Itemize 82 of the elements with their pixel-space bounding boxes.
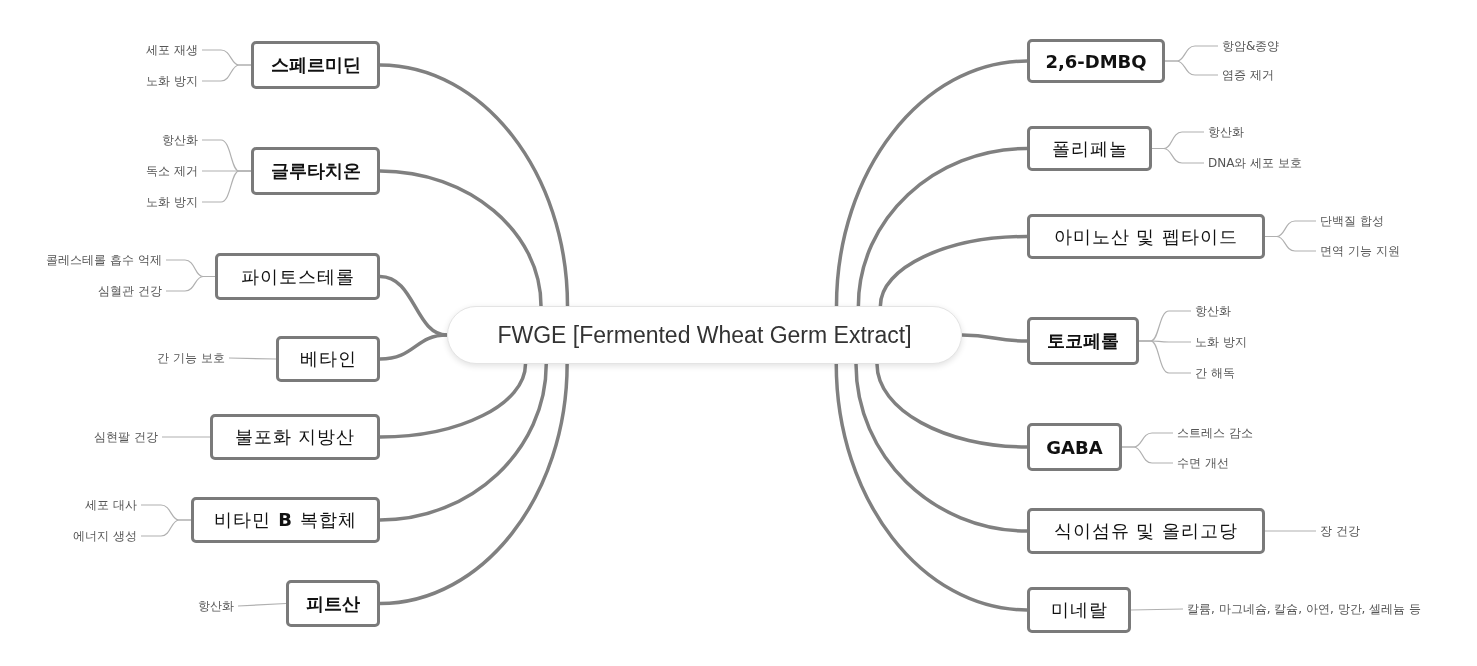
leaf-connector — [165, 275, 216, 292]
topic-label: 파이토스테롤 — [240, 264, 355, 289]
leaf-connector — [201, 170, 252, 203]
topic-label: 스페르미딘 — [270, 53, 361, 77]
leaf-label: 세포 재생 — [146, 41, 198, 59]
leaf-connector — [228, 357, 277, 360]
topic-box — [1027, 39, 1165, 83]
branch-connector — [379, 63, 570, 307]
leaf-label: 에너지 생성 — [73, 527, 137, 545]
branch-connector — [379, 333, 448, 361]
topic-label: 토코페롤 — [1047, 329, 1119, 353]
central-topic-pill — [447, 306, 962, 364]
topic-label: 식이섬유 및 올리고당 — [1053, 519, 1239, 543]
leaf-label: 간 해독 — [1195, 364, 1235, 382]
topic-box — [215, 253, 380, 300]
leaf-connector — [237, 602, 287, 607]
leaf-connector — [1121, 446, 1174, 464]
leaf-label: 심현팔 건강 — [94, 428, 158, 446]
topic-label: 폴리페놀 — [1051, 136, 1128, 161]
topic-box — [1027, 508, 1265, 554]
leaf-connector — [201, 64, 252, 82]
leaf-connector — [1164, 60, 1219, 76]
branch-connector — [856, 146, 1028, 307]
topic-box — [1027, 317, 1139, 365]
topic-box — [251, 147, 380, 195]
branch-connector — [878, 234, 1028, 307]
topic-box — [1027, 214, 1265, 259]
topic-label: 피트산 — [306, 591, 360, 616]
topic-label: 불포화 지방산 — [234, 425, 356, 449]
topic-box — [1027, 126, 1152, 171]
branch-connector — [834, 363, 1028, 612]
leaf-connector — [161, 436, 211, 438]
leaf-connector — [1264, 530, 1317, 532]
branch-connector — [875, 363, 1028, 449]
topic-label: 아미노산 및 펩타이드 — [1053, 224, 1239, 249]
topic-label: 비타민 B 복합체 — [214, 508, 357, 532]
branch-connector — [854, 363, 1028, 533]
leaf-label: 간 기능 보호 — [157, 349, 225, 367]
leaf-label: 항산화 — [1208, 123, 1244, 141]
leaf-label: 노화 방지 — [1195, 333, 1247, 351]
branch-connector — [379, 363, 548, 522]
leaf-label: DNA와 세포 보호 — [1208, 154, 1303, 172]
leaf-connector — [1138, 340, 1192, 374]
leaf-label: 노화 방지 — [146, 72, 198, 90]
topic-box — [276, 336, 380, 382]
leaf-label: 칼륨, 마그네슘, 칼슘, 아연, 망간, 셀레늄 등 — [1187, 600, 1421, 618]
topic-label: 미네랄 — [1050, 598, 1108, 622]
leaf-label: 면역 기능 지원 — [1320, 242, 1400, 260]
topic-box — [251, 41, 380, 89]
branch-connector — [379, 169, 543, 307]
topic-box — [191, 497, 380, 543]
leaf-label: 콜레스테롤 흡수 억제 — [46, 251, 162, 269]
leaf-label: 항산화 — [1195, 302, 1231, 320]
topic-box — [210, 414, 380, 460]
topic-box — [1027, 587, 1131, 633]
leaf-label: 심혈관 건강 — [98, 282, 162, 300]
topic-label: 베타인 — [299, 347, 357, 371]
topic-label: 2,6-DMBQ — [1045, 50, 1147, 72]
leaf-connector — [140, 519, 192, 537]
branch-connector — [834, 59, 1028, 307]
central-topic-label: FWGE [Fermented Wheat Germ Extract] — [497, 321, 912, 349]
leaf-label: 노화 방지 — [146, 193, 198, 211]
branch-connector — [961, 333, 1028, 343]
leaf-label: 단백질 합성 — [1320, 212, 1384, 230]
topic-label: GABA — [1046, 436, 1103, 458]
leaf-label: 항암&종양 — [1222, 37, 1280, 55]
topic-box — [286, 580, 380, 627]
leaf-label: 스트레스 감소 — [1177, 424, 1253, 442]
leaf-label: 세포 대사 — [85, 496, 137, 514]
leaf-label: 항산화 — [198, 597, 234, 615]
topic-label: 글루타치온 — [270, 159, 361, 183]
leaf-connector — [1264, 235, 1317, 252]
leaf-label: 장 건강 — [1320, 522, 1360, 540]
branch-connector — [379, 363, 528, 439]
branch-connector — [379, 363, 569, 606]
leaf-label: 염증 제거 — [1222, 66, 1274, 84]
leaf-connector — [1151, 147, 1205, 164]
leaf-label: 수면 개선 — [1177, 454, 1229, 472]
leaf-label: 항산화 — [162, 131, 198, 149]
topic-box — [1027, 423, 1122, 471]
leaf-label: 독소 제거 — [146, 162, 198, 180]
leaf-connector — [1130, 608, 1184, 611]
